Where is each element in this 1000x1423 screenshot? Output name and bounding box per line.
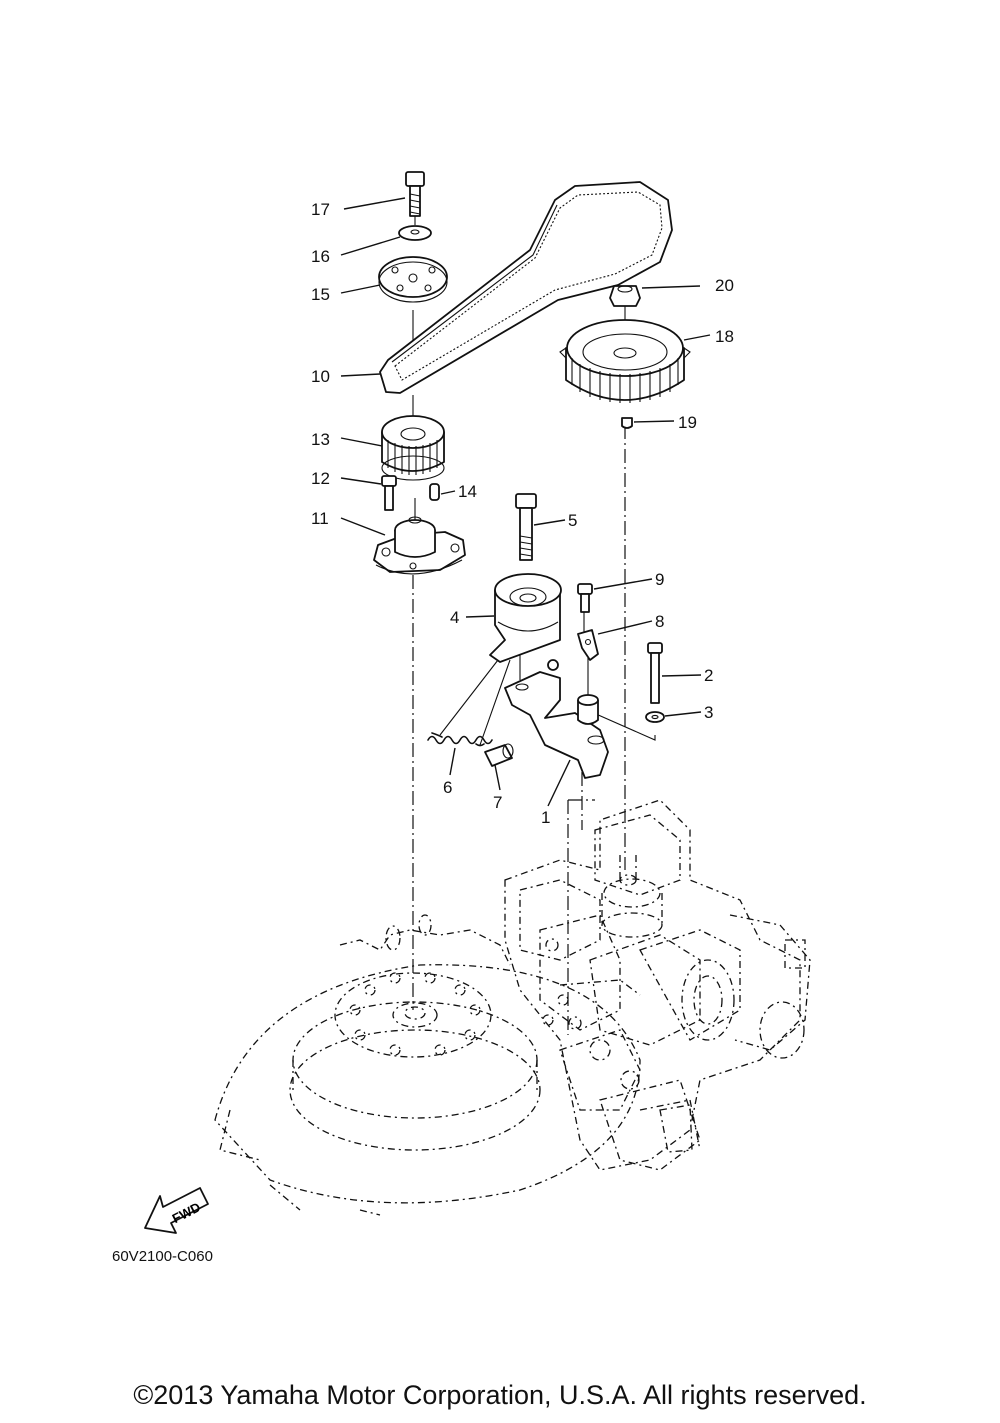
callout-4: 4 (450, 608, 459, 627)
tensioner-arm-1 (504, 659, 609, 779)
washer-16 (398, 225, 432, 241)
fwd-arrow-icon: FWD (144, 1187, 209, 1234)
callout-14: 14 (458, 482, 477, 501)
callout-9: 9 (655, 570, 664, 589)
callout-10: 10 (311, 367, 330, 386)
copyright-notice: ©2013 Yamaha Motor Corporation, U.S.A. A… (133, 1380, 867, 1410)
callout-2: 2 (704, 666, 713, 685)
flywheel (214, 914, 641, 1216)
callout-3: 3 (704, 703, 713, 722)
washer-3 (645, 711, 665, 723)
callout-15: 15 (311, 285, 330, 304)
callout-1: 1 (541, 808, 550, 827)
callout-20: 20 (715, 276, 734, 295)
callout-13: 13 (311, 430, 330, 449)
assembly-center-lines (412, 190, 656, 1035)
nut-20 (609, 285, 641, 307)
camshaft-pulley-18 (559, 319, 691, 403)
timing-belt (379, 181, 673, 394)
callout-11: 11 (311, 509, 329, 528)
diagram-code: 60V2100-C060 (112, 1248, 213, 1265)
collar-7 (484, 743, 514, 767)
dowel-pin-14 (429, 483, 440, 501)
callout-17: 17 (311, 200, 330, 219)
spring-6 (427, 732, 493, 747)
drive-pulley-13 (381, 415, 445, 481)
bolt-12 (381, 475, 397, 511)
plate-15 (378, 256, 448, 303)
callout-18: 18 (715, 327, 734, 346)
bolt-5 (515, 493, 537, 561)
callout-19: 19 (678, 413, 697, 432)
callout-12: 12 (311, 469, 330, 488)
callout-7: 7 (493, 793, 502, 812)
bolt-17 (405, 171, 425, 217)
pulley-base-11 (373, 516, 466, 575)
key-19 (621, 417, 633, 429)
callout-16: 16 (311, 247, 330, 266)
callout-6: 6 (443, 778, 452, 797)
leader-lines (340, 197, 711, 807)
callout-labels: 17 16 15 10 13 12 11 14 5 4 20 18 19 9 8… (311, 200, 734, 827)
engine-block (504, 799, 811, 1171)
callout-5: 5 (568, 511, 577, 530)
callout-8: 8 (655, 612, 664, 631)
tensioner-pulley-4 (489, 573, 562, 663)
bolt-2 (647, 642, 663, 704)
bolt-9 (577, 583, 593, 613)
bracket-8 (577, 629, 599, 661)
